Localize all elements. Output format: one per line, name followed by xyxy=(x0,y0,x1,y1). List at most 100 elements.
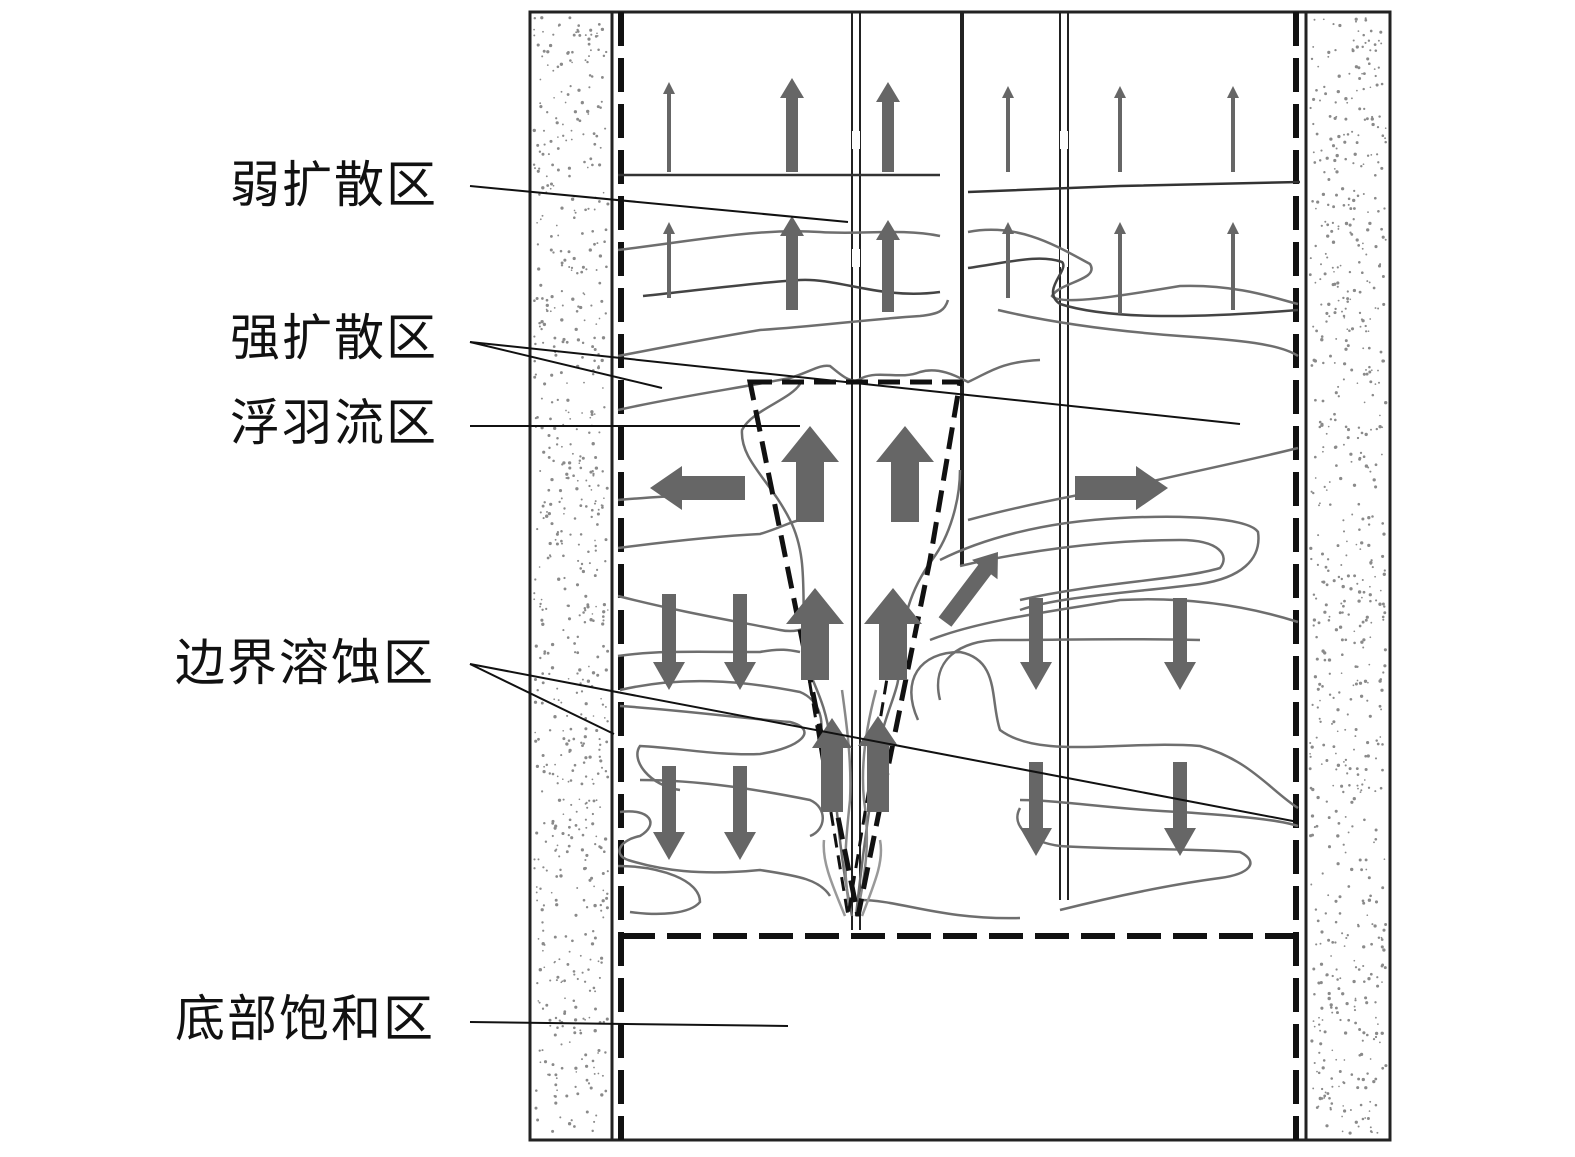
sand-dot xyxy=(537,858,540,861)
sand-dot xyxy=(545,308,548,311)
sand-dot xyxy=(580,498,583,501)
sand-dot xyxy=(1321,399,1325,403)
sand-dot xyxy=(1353,959,1356,962)
sand-dot xyxy=(1320,1087,1324,1091)
sand-dot xyxy=(1309,257,1312,260)
sand-dot xyxy=(1355,543,1358,546)
sand-dot xyxy=(1336,730,1339,733)
sand-dot xyxy=(1321,649,1325,653)
thin-up-arrow xyxy=(1114,86,1126,172)
sand-dot xyxy=(603,497,605,500)
sand-dot xyxy=(1357,66,1361,70)
sand-dot xyxy=(1332,205,1336,209)
sand-dot xyxy=(1367,523,1371,526)
sand-dot xyxy=(1312,624,1315,627)
sand-dot xyxy=(1372,286,1376,290)
contour-line xyxy=(617,864,702,916)
sand-dot xyxy=(566,714,569,717)
sand-dot xyxy=(556,65,560,69)
sand-dot xyxy=(584,756,588,760)
sand-dot xyxy=(541,753,545,758)
sand-dot xyxy=(560,290,564,293)
sand-dot xyxy=(1337,575,1341,579)
sand-dot xyxy=(560,539,563,543)
sand-dot xyxy=(1350,368,1354,372)
sand-dot xyxy=(1317,65,1320,68)
sand-dot xyxy=(539,102,542,105)
sand-dot xyxy=(584,727,588,731)
sand-dot xyxy=(1367,876,1371,880)
sand-dot xyxy=(553,1094,556,1098)
sand-dot xyxy=(576,338,581,342)
sand-dot xyxy=(534,373,537,376)
sand-dot xyxy=(554,1101,558,1105)
plume-up-arrow xyxy=(864,588,922,680)
sand-dot xyxy=(558,1019,561,1022)
sand-dot xyxy=(549,248,553,252)
sand-dot xyxy=(1344,851,1347,854)
sand-dot xyxy=(591,163,594,167)
sand-dot xyxy=(579,305,583,310)
sand-dot xyxy=(606,892,609,896)
sand-dot xyxy=(548,729,552,732)
sand-dot xyxy=(562,778,564,780)
sand-dot xyxy=(1322,743,1326,747)
sand-dot xyxy=(1327,938,1331,942)
sand-dot xyxy=(591,822,595,826)
sand-dot xyxy=(1379,1041,1381,1044)
sand-dot xyxy=(1358,528,1361,531)
sand-dot xyxy=(1310,814,1315,818)
sand-dot xyxy=(556,1026,559,1029)
sand-dot xyxy=(585,1110,589,1114)
sand-dot xyxy=(567,617,572,621)
label-plume: 浮羽流区 xyxy=(230,394,438,452)
sand-dot xyxy=(552,345,556,348)
sand-dot xyxy=(582,611,585,614)
sand-dot xyxy=(1380,938,1384,941)
sand-dot xyxy=(536,143,540,147)
sand-dot xyxy=(580,782,584,786)
sand-dot xyxy=(1367,211,1369,213)
sand-dot xyxy=(600,961,603,964)
sand-dot xyxy=(602,54,606,58)
sand-dot xyxy=(1343,1059,1346,1061)
sand-dot xyxy=(550,522,554,526)
sand-dot xyxy=(562,729,565,732)
sand-dot xyxy=(599,846,603,850)
sand-dot xyxy=(1318,717,1321,720)
sand-dot xyxy=(576,635,580,639)
sand-dot xyxy=(588,248,592,252)
sand-dot xyxy=(1374,575,1376,578)
sand-dot xyxy=(1348,72,1351,75)
sand-dot xyxy=(1363,107,1366,111)
sand-dot xyxy=(1374,837,1378,841)
sand-dot xyxy=(594,1007,597,1011)
sand-dot xyxy=(572,999,576,1002)
sand-dot xyxy=(555,848,558,851)
sand-dot xyxy=(590,75,594,78)
contour-line xyxy=(967,180,1301,194)
sand-dot xyxy=(572,256,576,261)
sand-dot xyxy=(564,101,567,104)
sand-dot xyxy=(574,211,577,214)
sand-dot xyxy=(1308,767,1312,771)
lateral-left-arrow xyxy=(650,466,745,510)
sand-dot xyxy=(539,968,542,971)
sand-dot xyxy=(1342,843,1345,846)
sand-dot xyxy=(1356,436,1360,440)
sand-dot xyxy=(1318,425,1322,429)
sand-dot xyxy=(1357,1125,1360,1128)
sand-dot xyxy=(574,651,577,654)
sand-dot xyxy=(572,474,575,478)
sand-dot xyxy=(560,264,564,267)
sand-dot xyxy=(1369,562,1373,565)
sand-dot xyxy=(1354,17,1358,21)
sand-dot xyxy=(1335,768,1338,771)
sand-dot xyxy=(1316,1070,1318,1073)
sand-dot xyxy=(1369,599,1372,603)
sand-dot xyxy=(1333,158,1337,163)
sand-dot xyxy=(575,810,578,813)
sand-dot xyxy=(567,604,570,608)
sand-dot xyxy=(1326,223,1330,227)
sand-dot xyxy=(576,977,579,981)
